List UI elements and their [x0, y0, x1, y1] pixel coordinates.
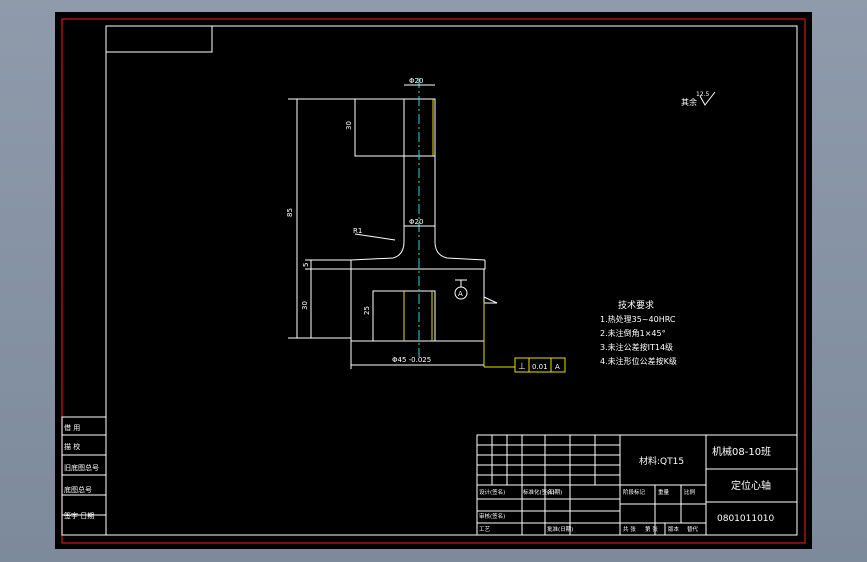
tol-symbol: ⊥	[518, 362, 526, 372]
left-row-label: 旧底图总号	[64, 463, 99, 472]
left-row-label: 描 校	[64, 442, 80, 451]
dimensions: 85 30 Φ20 Φ20 R1 5 30 25 Φ45 -0.025 A	[286, 77, 515, 369]
tolerance-frame: ⊥ 0.01 A	[514, 357, 566, 373]
tech-item: 3.未注公差按IT14级	[600, 342, 673, 352]
tb-label: (日期)	[547, 489, 562, 496]
surface-value: 12.5	[696, 91, 710, 98]
dim-mid-width-text: Φ20	[409, 218, 423, 226]
tb-label: 替代	[687, 525, 699, 533]
tb-label: 重量	[658, 488, 670, 496]
left-row-label: 底图总号	[64, 485, 92, 494]
left-row-label: 借 用	[64, 423, 80, 432]
surface-roughness-note: 其余 12.5	[681, 91, 716, 107]
dim-top-width-text: Φ20	[409, 77, 423, 85]
tb-label: 阶段标记	[623, 488, 646, 496]
tb-label: 比例	[684, 488, 696, 496]
left-table: 借 用 描 校 旧底图总号 底图总号 签字 日期	[61, 416, 107, 536]
tb-label: 工艺	[479, 526, 491, 533]
title-block: 材料:QT15 机械08-10班 定位心轴 0801011010 设计(签名) …	[476, 434, 798, 536]
drawing-border	[105, 25, 798, 536]
tb-label: 批准(日期)	[547, 525, 573, 533]
tech-item: 4.未注形位公差按K级	[600, 356, 677, 366]
fillet-right	[434, 241, 486, 261]
dim-bottom-width-text: Φ45 -0.025	[392, 356, 431, 364]
roughness-symbol	[483, 296, 498, 304]
tb-label: 设计(签名)	[479, 488, 505, 496]
class-text: 机械08-10班	[712, 445, 771, 458]
cad-drawing: 85 30 Φ20 Φ20 R1 5 30 25 Φ45 -0.025 A	[61, 18, 806, 544]
dim-flange-text: 5	[302, 263, 310, 267]
drawing-canvas: 85 30 Φ20 Φ20 R1 5 30 25 Φ45 -0.025 A	[55, 12, 812, 549]
flange	[350, 260, 486, 270]
tech-requirements: 技术要求 1.热处理35~40HRC 2.未注倒角1×45° 3.未注公差按IT…	[600, 299, 677, 366]
red-frame	[61, 18, 806, 544]
tol-frame-box	[514, 357, 566, 373]
tech-item: 2.未注倒角1×45°	[600, 328, 666, 338]
dim-top-section-text: 30	[345, 121, 353, 130]
tb-label: 标准化(签名)	[523, 488, 555, 496]
part-name-text: 定位心轴	[731, 479, 771, 492]
shaft-top	[354, 98, 436, 157]
tol-datum: A	[555, 363, 560, 371]
tb-label: 版本	[668, 525, 680, 533]
tech-item: 1.热处理35~40HRC	[600, 314, 676, 324]
tb-label: 审核(签名)	[479, 512, 505, 520]
drawing-no-text: 0801011010	[717, 514, 775, 524]
material-text: 材料:QT15	[639, 455, 684, 467]
surface-label: 其余	[681, 97, 697, 107]
tol-value: 0.01	[532, 363, 548, 371]
dim-total-height-text: 85	[286, 208, 294, 217]
left-table-frame	[61, 416, 107, 536]
leader-chamfer	[354, 233, 396, 241]
tech-title: 技术要求	[618, 299, 654, 311]
dim-lower-height-text: 30	[301, 301, 309, 310]
tb-label: 共 张	[623, 525, 636, 533]
code-box	[105, 25, 213, 53]
left-row-label: 签字 日期	[64, 511, 94, 520]
datum-text: A	[458, 290, 463, 298]
surface-check-icon	[699, 91, 716, 106]
dim-chamfer-text: R1	[353, 227, 362, 235]
tb-label: 第 张	[645, 525, 658, 533]
fillet-left	[350, 241, 405, 261]
dim-bore-depth-text: 25	[363, 306, 371, 315]
